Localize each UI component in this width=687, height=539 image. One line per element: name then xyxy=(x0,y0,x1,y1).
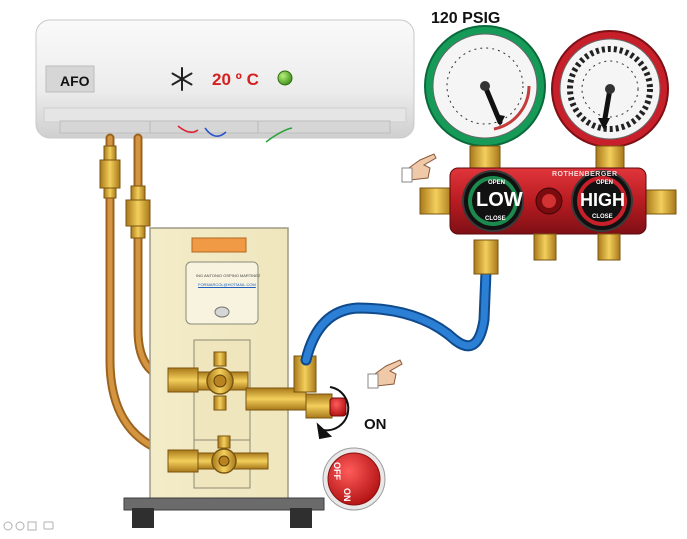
player-controls xyxy=(3,521,54,531)
hose-fitting xyxy=(473,239,499,275)
low-label: LOW xyxy=(476,189,523,211)
low-side-valve-knob[interactable] xyxy=(462,170,524,232)
mode-display-panel xyxy=(45,65,95,93)
pressure-reading: 120 PSIG xyxy=(431,10,501,27)
pointing-hand-icon xyxy=(401,153,437,183)
low-pressure-gauge xyxy=(424,25,546,169)
nameplate-line-1: ING ANTONIO OSPINO MARTINEZ xyxy=(196,273,261,278)
nameplate-line-2: FORMARCOL@HOTMAIL.COM xyxy=(198,282,256,287)
charging-hose-blue xyxy=(300,266,492,366)
manifold-body xyxy=(419,167,677,261)
switch-off-label: OFF xyxy=(332,462,342,480)
valve-state-label: ON xyxy=(364,416,387,433)
snowflake-icon xyxy=(171,67,193,91)
high-open-label: OPEN xyxy=(596,180,614,186)
indoor-ac-unit xyxy=(35,19,415,143)
suction-service-valve[interactable] xyxy=(167,351,249,411)
high-side-valve-knob[interactable] xyxy=(571,170,633,232)
mode-label: AFO xyxy=(60,73,90,89)
access-valve-knob[interactable] xyxy=(329,397,347,417)
liquid-service-valve[interactable] xyxy=(167,435,269,474)
high-pressure-gauge xyxy=(551,30,669,169)
low-close-label: CLOSE xyxy=(485,216,506,222)
flare-nut-fittings xyxy=(99,145,151,239)
on-off-switch[interactable] xyxy=(322,447,386,511)
low-open-label: OPEN xyxy=(488,180,506,186)
switch-on-label: ON xyxy=(342,488,352,502)
high-label: HIGH xyxy=(580,190,625,210)
rotate-arrow-icon xyxy=(316,386,350,440)
high-close-label: CLOSE xyxy=(592,214,613,220)
status-led xyxy=(277,70,293,86)
access-valve-fitting xyxy=(245,355,333,419)
temperature-display: 20 º C xyxy=(212,70,259,89)
manifold-brand: ROTHENBERGER xyxy=(552,171,618,178)
pointing-hand-icon-2 xyxy=(367,359,403,389)
